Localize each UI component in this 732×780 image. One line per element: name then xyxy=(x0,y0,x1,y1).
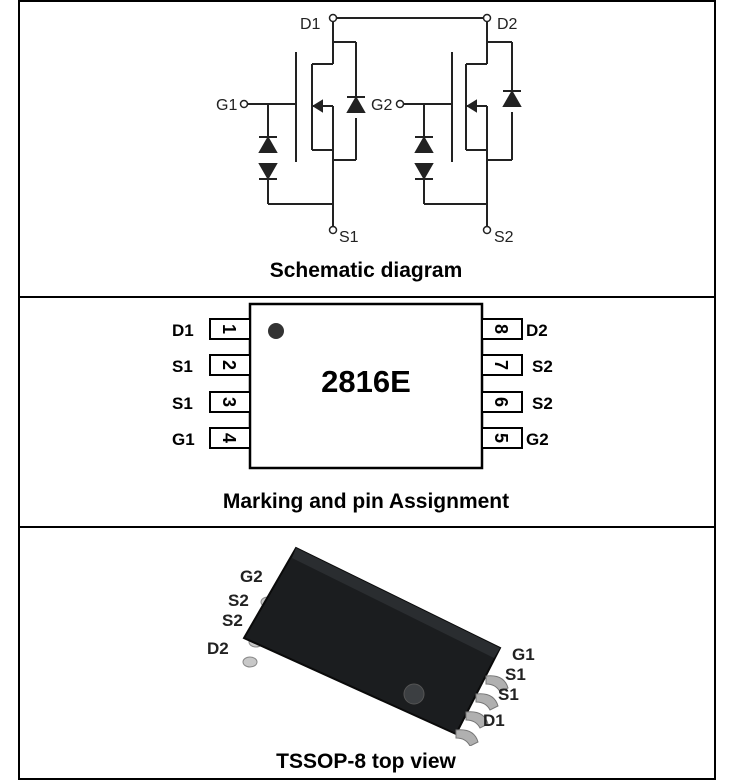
svg-text:1: 1 xyxy=(219,324,239,334)
g2-terminal xyxy=(395,99,405,109)
svg-text:6: 6 xyxy=(491,397,511,407)
svg-text:8: 8 xyxy=(491,324,511,334)
pin-4: 4 G1 xyxy=(172,427,251,449)
right-pins: 8 D2 7 S2 6 S2 5 G2 xyxy=(481,318,553,449)
pkg-right-label-3: S1 xyxy=(498,685,519,704)
pin-3: 3 S1 xyxy=(172,391,251,413)
ic-marking: 2816E xyxy=(321,364,411,399)
pin-7-label: S2 xyxy=(532,357,553,376)
d2-label: D2 xyxy=(497,16,518,33)
schematic-diagram: D1 D2 G1 G2 S1 S2 xyxy=(216,13,522,246)
channel-arrow-1 xyxy=(312,99,323,113)
pkg-right-label-4: D1 xyxy=(483,711,505,730)
pin-5-label: G2 xyxy=(526,430,549,449)
package-illustration: G2 S2 S2 D2 G1 S1 S1 D1 xyxy=(207,546,535,746)
gate-zener-1a xyxy=(258,135,278,153)
pkg-right-label-1: G1 xyxy=(512,645,535,664)
gate-zener-1b xyxy=(258,163,278,181)
body-diode-1 xyxy=(346,95,366,113)
body-diode-2 xyxy=(502,89,522,107)
svg-text:5: 5 xyxy=(491,433,511,443)
pin-3-label: S1 xyxy=(172,394,193,413)
pin1-mark xyxy=(403,683,425,705)
svg-text:7: 7 xyxy=(491,360,511,370)
pin-5: 5 G2 xyxy=(481,427,549,449)
pin-6-label: S2 xyxy=(532,394,553,413)
g1-label: G1 xyxy=(216,97,237,114)
pkg-left-label-2: S2 xyxy=(228,591,249,610)
pinout-diagram: 2816E 1 D1 2 S1 3 S1 4 G1 xyxy=(172,302,553,470)
pin-4-label: G1 xyxy=(172,430,195,449)
pkg-left-label-3: S2 xyxy=(222,611,243,630)
pin-6: 6 S2 xyxy=(481,391,553,413)
pin-8: 8 D2 xyxy=(481,318,548,340)
g1-terminal xyxy=(239,99,249,109)
s2-terminal xyxy=(482,225,492,235)
svg-text:4: 4 xyxy=(219,433,239,443)
pin-2: 2 S1 xyxy=(172,354,251,376)
package-caption: TSSOP-8 top view xyxy=(276,750,456,773)
gate-zener-2a xyxy=(414,135,434,153)
pin-2-label: S1 xyxy=(172,357,193,376)
schematic-caption: Schematic diagram xyxy=(269,259,463,282)
pin-1: 1 D1 xyxy=(172,318,251,340)
left-pins: 1 D1 2 S1 3 S1 4 G1 xyxy=(172,318,251,449)
d1-label: D1 xyxy=(300,16,321,33)
d2-terminal xyxy=(482,13,492,23)
g2-label: G2 xyxy=(371,97,392,114)
ic-body xyxy=(248,302,484,470)
pin-8-label: D2 xyxy=(526,321,548,340)
svg-text:3: 3 xyxy=(219,397,239,407)
pkg-right-label-2: S1 xyxy=(505,665,526,684)
channel-arrow-2 xyxy=(466,99,477,113)
pin-1-label: D1 xyxy=(172,321,194,340)
pkg-left-label-4: D2 xyxy=(207,639,229,658)
pin1-dot xyxy=(268,323,284,339)
pin-7: 7 S2 xyxy=(481,354,553,376)
svg-text:2: 2 xyxy=(219,360,239,370)
gate-zener-2b xyxy=(414,163,434,181)
s1-terminal xyxy=(328,225,338,235)
pkg-left-label-1: G2 xyxy=(240,567,263,586)
pinout-caption: Marking and pin Assignment xyxy=(222,490,510,513)
s1-label: S1 xyxy=(339,229,359,246)
d1-terminal xyxy=(328,13,338,23)
s2-label: S2 xyxy=(494,229,514,246)
